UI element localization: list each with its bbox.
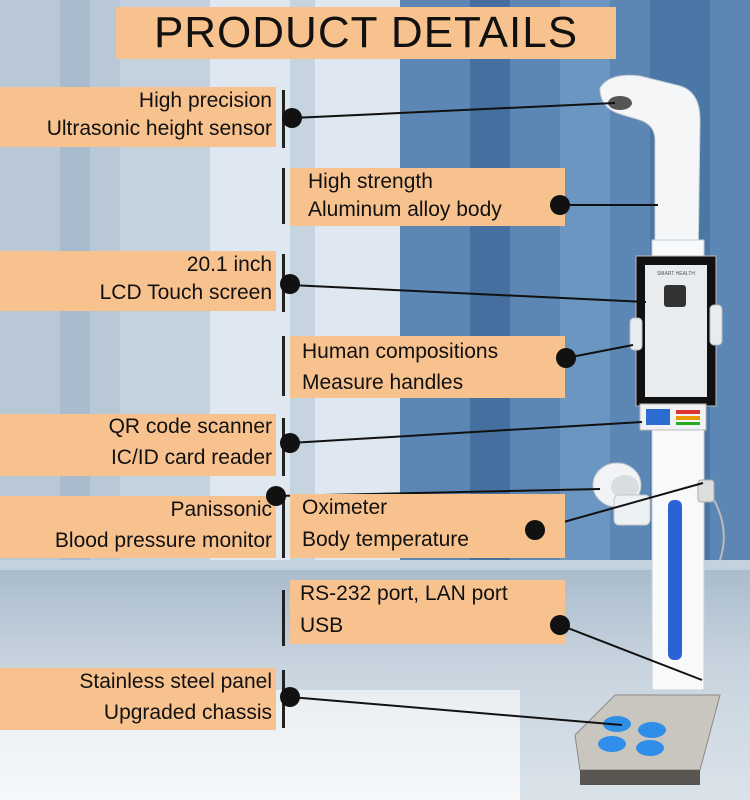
pointer-dot [280, 274, 300, 294]
page-title: PRODUCT DETAILS [153, 8, 579, 57]
divider-bar [282, 496, 285, 558]
label-line: LCD Touch screen [99, 281, 272, 304]
label-line: USB [300, 614, 344, 637]
label-bp-monitor: Panissonic Blood pressure monitor [0, 496, 276, 558]
pointer-dot [525, 520, 545, 540]
label-handles: Human compositions Measure handles [290, 336, 565, 398]
label-line: High strength [308, 170, 433, 193]
line-ports [559, 624, 703, 681]
label-line: RS-232 port, LAN port [300, 582, 508, 605]
line-panel [289, 696, 623, 726]
label-line: Stainless steel panel [79, 670, 272, 693]
label-line: Oximeter [302, 496, 388, 519]
label-line: QR code scanner [108, 415, 272, 438]
label-body: High strength Aluminum alloy body [290, 168, 565, 226]
divider-bar [282, 590, 285, 646]
line-handles [565, 344, 634, 359]
divider-bar [282, 168, 285, 224]
svg-text:SMART HEALTH: SMART HEALTH [657, 271, 695, 277]
line-scanner [289, 421, 643, 444]
label-line: Panissonic [170, 498, 272, 521]
line-height-sensor [291, 102, 616, 119]
label-line: Ultrasonic height sensor [46, 117, 272, 140]
label-line: IC/ID card reader [110, 446, 272, 469]
pointer-dot [282, 108, 302, 128]
pointer-dot [550, 615, 570, 635]
pointer-dot [280, 687, 300, 707]
title-banner: PRODUCT DETAILS [116, 7, 616, 59]
label-line: 20.1 inch [186, 253, 272, 276]
label-line: Body temperature [302, 528, 469, 551]
label-line: Upgraded chassis [103, 701, 272, 724]
pointer-dot [266, 486, 286, 506]
label-line: Human compositions [302, 340, 499, 363]
label-line: Blood pressure monitor [54, 529, 272, 552]
label-height-sensor: High precision Ultrasonic height sensor [0, 87, 276, 147]
pointer-dot [280, 433, 300, 453]
label-panel: Stainless steel panel Upgraded chassis [0, 668, 276, 730]
label-line: High precision [138, 89, 272, 112]
divider-bar [282, 336, 285, 396]
label-screen: 20.1 inch LCD Touch screen [0, 251, 276, 311]
label-line: Aluminum alloy body [308, 198, 502, 221]
pointer-dot [556, 348, 576, 368]
label-scanner: QR code scanner IC/ID card reader [0, 414, 276, 476]
label-line: Measure handles [302, 371, 464, 394]
pointer-dot [550, 195, 570, 215]
label-ports: RS-232 port, LAN port USB [290, 580, 565, 644]
line-screen [289, 284, 647, 303]
label-oximeter: Oximeter Body temperature [290, 494, 565, 558]
